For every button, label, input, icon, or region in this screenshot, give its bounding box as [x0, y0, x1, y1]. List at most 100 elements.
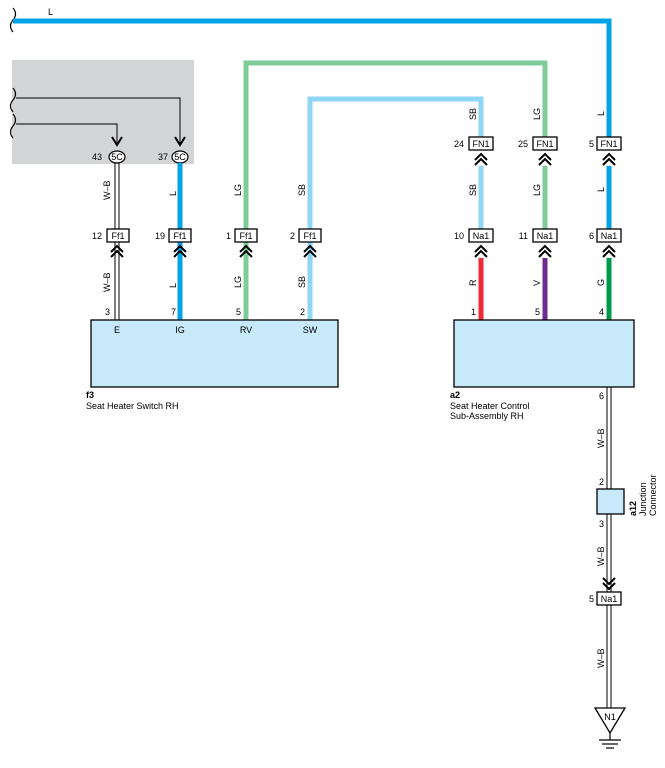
label-wb-lower: W–B — [102, 272, 112, 292]
switch-terminal-e: E — [114, 325, 120, 335]
svg-text:11: 11 — [519, 231, 528, 241]
chevron-up-icon — [173, 244, 187, 258]
switch-terminal-sw: SW — [303, 325, 318, 335]
svg-text:Na1: Na1 — [601, 594, 618, 604]
svg-text:Na1: Na1 — [537, 231, 554, 241]
seat-heater-switch-box — [90, 319, 339, 388]
na1-connector-11: Na1 11 — [519, 228, 558, 243]
wire-sb-sw — [307, 96, 484, 320]
ground-icon — [593, 707, 627, 749]
chevron-up-icon — [474, 152, 488, 166]
wire-lg-rv — [243, 60, 548, 320]
control-pin-6: 6 — [599, 391, 604, 401]
chevron-down-icon — [174, 136, 186, 147]
switch-pin-e: 3 — [105, 307, 110, 317]
label-lg-lower: LG — [233, 276, 243, 288]
component-name-a12-line2: Connector — [648, 474, 658, 516]
component-name-f3: Seat Heater Switch RH — [86, 401, 179, 411]
ff1-connector-1: Ff1 1 — [226, 228, 258, 243]
wire-shade-thin-1 — [16, 97, 181, 144]
chevron-down-icon — [111, 136, 123, 147]
ff1-connector-2: Ff1 2 — [290, 228, 322, 243]
label-sb-lower: SB — [297, 276, 307, 288]
wire-wb-junction-to-na1 — [606, 514, 612, 592]
label-sb-top: SB — [468, 108, 478, 120]
na1-connector-10: Na1 10 — [454, 228, 494, 243]
switch-terminal-ig: IG — [175, 325, 185, 335]
wire-top-l-label: L — [48, 7, 53, 17]
svg-text:1: 1 — [226, 231, 231, 241]
label-lg-upper: LG — [233, 184, 243, 196]
seat-heater-control-box — [453, 319, 635, 388]
ground-code-n1: N1 — [604, 712, 616, 722]
svg-text:10: 10 — [454, 231, 464, 241]
svg-text:FN1: FN1 — [536, 139, 553, 149]
svg-text:19: 19 — [155, 231, 165, 241]
control-pin-4: 4 — [599, 307, 604, 317]
junction-pin-bottom: 3 — [599, 519, 604, 529]
ff1-connector-12: Ff1 12 — [92, 228, 130, 243]
wire-top-l — [13, 18, 612, 137]
wire-wb-control-to-junction — [606, 387, 612, 489]
chevron-up-icon — [110, 244, 124, 258]
svg-text:12: 12 — [92, 231, 102, 241]
svg-text:Ff1: Ff1 — [111, 231, 124, 241]
chevron-up-icon — [538, 244, 552, 258]
label-wb-ground-1: W–B — [596, 428, 606, 448]
oval-connector-37: 5C 37 — [158, 150, 189, 164]
label-v: V — [532, 280, 542, 286]
junction-pin-top: 2 — [599, 477, 604, 487]
control-pin-5: 5 — [535, 307, 540, 317]
label-wb-upper: W–B — [102, 180, 112, 200]
label-r: R — [468, 279, 478, 286]
fn1-connector-24: FN1 24 — [454, 136, 494, 151]
label-sb-mid: SB — [468, 184, 478, 196]
ff1-connector-19: Ff1 19 — [155, 228, 192, 243]
wire-shade-thin-2 — [16, 123, 118, 144]
label-wb-ground-2: W–B — [596, 546, 606, 566]
svg-text:5: 5 — [589, 139, 594, 149]
svg-text:25: 25 — [518, 139, 528, 149]
switch-pin-sw: 2 — [300, 307, 305, 317]
switch-pin-rv: 5 — [236, 307, 241, 317]
component-name-a2-line2: Sub-Assembly RH — [450, 411, 524, 421]
svg-text:5C: 5C — [111, 152, 123, 162]
chevron-up-icon — [474, 244, 488, 258]
na1-connector-6: Na1 6 — [589, 228, 622, 243]
junction-connector-box — [596, 488, 625, 515]
component-code-f3: f3 — [86, 390, 94, 400]
label-l-lower: L — [168, 283, 178, 288]
switch-pin-ig: 7 — [171, 307, 176, 317]
label-lg-mid: LG — [532, 184, 542, 196]
component-name-a2-line1: Seat Heater Control — [450, 401, 530, 411]
svg-text:2: 2 — [290, 231, 295, 241]
fn1-connector-25: FN1 25 — [518, 136, 558, 151]
svg-text:5: 5 — [589, 594, 594, 604]
svg-text:37: 37 — [158, 152, 168, 162]
switch-terminal-rv: RV — [240, 325, 252, 335]
svg-text:Na1: Na1 — [601, 231, 618, 241]
label-l-top: L — [596, 111, 606, 116]
component-code-a2: a2 — [450, 390, 460, 400]
svg-text:Na1: Na1 — [473, 231, 490, 241]
component-code-a12: a12 — [628, 501, 638, 516]
chevron-down-icon — [602, 577, 616, 591]
chevron-up-icon — [538, 152, 552, 166]
svg-text:FN1: FN1 — [472, 139, 489, 149]
control-pin-1: 1 — [471, 307, 476, 317]
label-l-upper: L — [168, 191, 178, 196]
svg-text:Ff1: Ff1 — [173, 231, 186, 241]
svg-text:43: 43 — [92, 152, 102, 162]
svg-text:Ff1: Ff1 — [239, 231, 252, 241]
fn1-connector-5: FN1 5 — [589, 136, 622, 151]
shaded-junction-area — [12, 60, 194, 164]
wire-wb-to-ground — [606, 605, 612, 708]
svg-text:5C: 5C — [174, 152, 186, 162]
label-wb-ground-3: W–B — [596, 648, 606, 668]
chevron-up-icon — [602, 244, 616, 258]
label-lg-top: LG — [532, 108, 542, 120]
chevron-up-icon — [239, 244, 253, 258]
break-mark-left-2 — [9, 113, 17, 139]
